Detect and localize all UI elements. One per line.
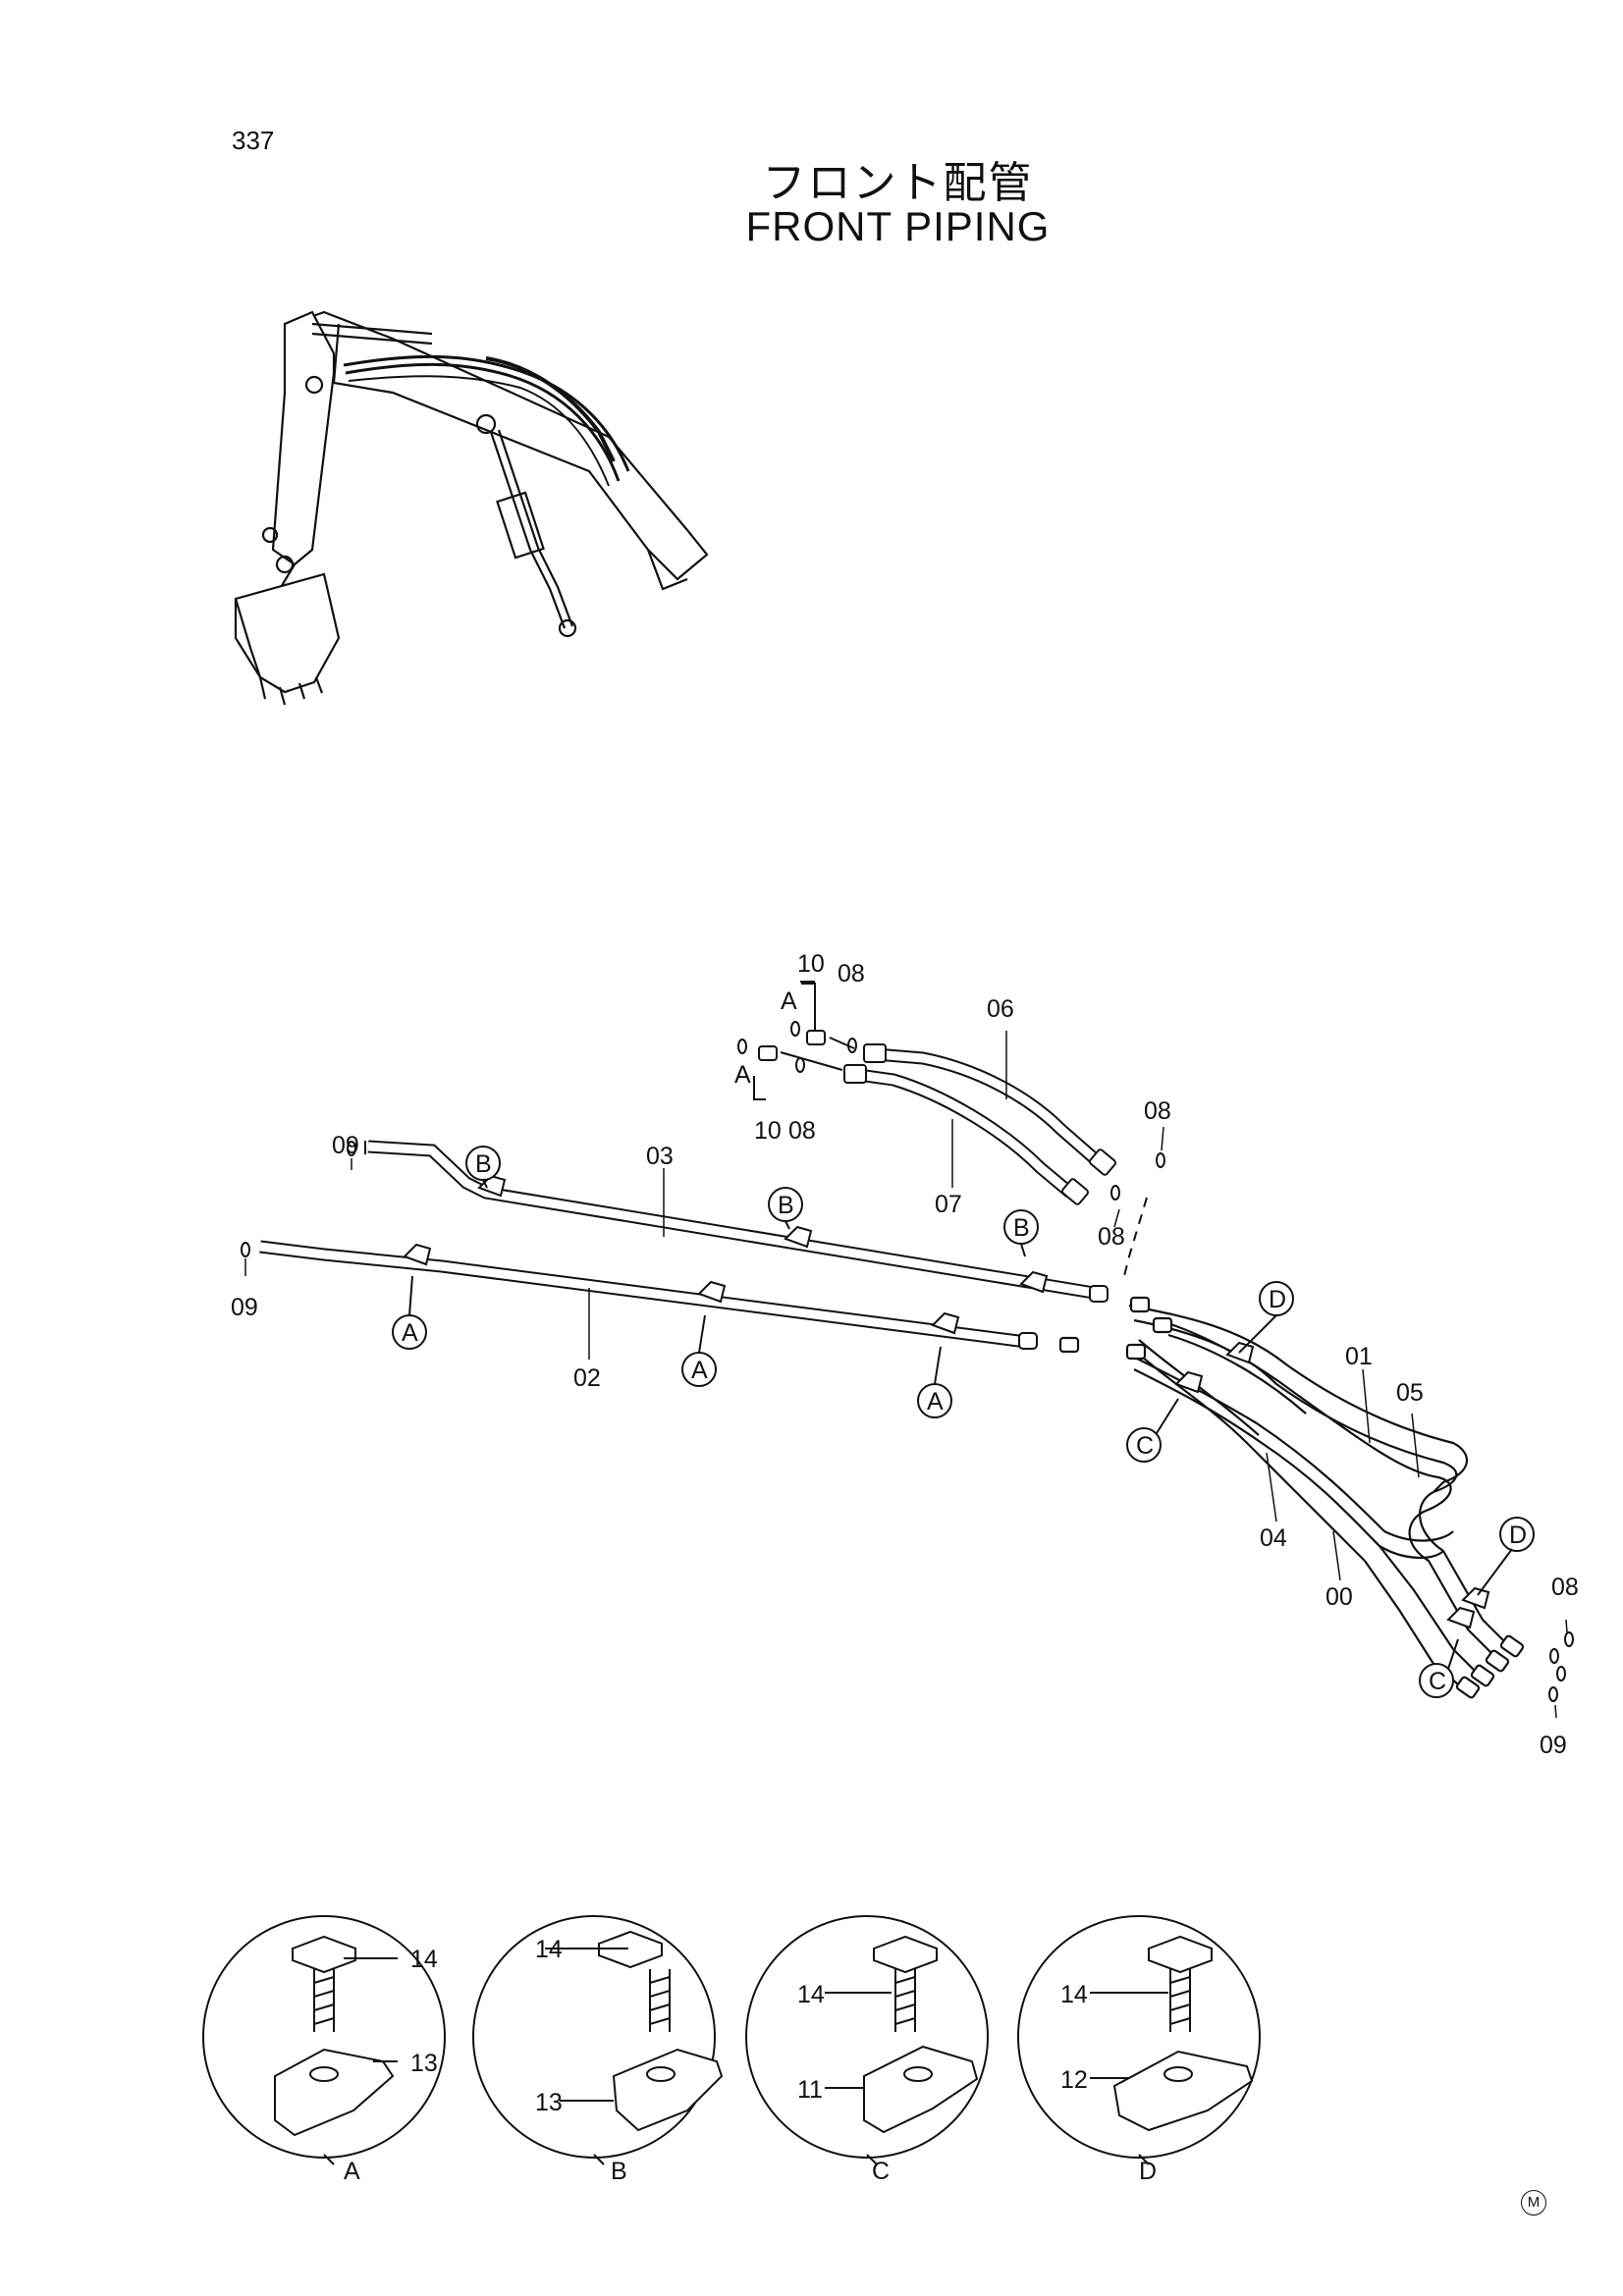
svg-text:C: C [1136, 1432, 1154, 1460]
detail-c [745, 1915, 989, 2159]
title-japanese: フロント配管 [762, 158, 1034, 208]
svg-text:D: D [1269, 1286, 1286, 1313]
svg-text:C: C [872, 2158, 890, 2185]
label-01: 01 [1345, 1343, 1373, 1370]
svg-text:A: A [927, 1388, 944, 1415]
label-a-top1: A [781, 988, 797, 1015]
svg-text:B: B [611, 2158, 627, 2185]
label-08-a: 08 [838, 960, 865, 988]
manufacturer-mark: M [1521, 2190, 1546, 2216]
callout-circles [392, 981, 1535, 1698]
detail-b [472, 1915, 724, 2159]
svg-text:14: 14 [535, 1936, 563, 1963]
svg-text:13: 13 [535, 2089, 563, 2116]
callout-letters: B B B A A A C C D D [402, 1150, 1527, 1695]
detail-d [1017, 1915, 1261, 2159]
svg-text:B: B [778, 1192, 794, 1219]
svg-text:13: 13 [410, 2050, 438, 2077]
detail-labels: 14 13 A 14 13 B 14 11 C 14 12 D [344, 1936, 1157, 2185]
label-03: 03 [646, 1143, 674, 1170]
o-rings [241, 1021, 1574, 1702]
label-09-b: 09 [231, 1294, 258, 1321]
svg-text:B: B [475, 1150, 492, 1178]
svg-text:B: B [1013, 1214, 1030, 1242]
part-labels: 03 02 06 07 01 05 04 00 09 09 09 08 08 0… [231, 950, 1579, 1759]
excavator-arm-illustration [234, 310, 709, 706]
label-09-c: 09 [1540, 1732, 1567, 1759]
svg-text:14: 14 [410, 1946, 438, 1973]
svg-text:D: D [1139, 2158, 1157, 2185]
pipes-06-07 [753, 983, 1116, 1205]
label-10-a: 10 [797, 950, 825, 978]
piping-assembly [241, 981, 1574, 1719]
detail-views [202, 1915, 1261, 2165]
svg-text:11: 11 [797, 2076, 823, 2104]
label-08-c: 08 [1144, 1097, 1171, 1125]
label-10-b: 10 [754, 1117, 782, 1145]
title-english: FRONT PIPING [745, 203, 1051, 249]
label-08-b: 08 [788, 1117, 816, 1145]
label-04: 04 [1260, 1524, 1287, 1552]
label-a-top2: A [734, 1061, 751, 1089]
svg-text:14: 14 [1060, 1981, 1088, 2008]
pipe-clamps [403, 1174, 1490, 1629]
svg-text:A: A [344, 2158, 360, 2185]
label-02: 02 [573, 1364, 601, 1392]
label-09-a: 09 [332, 1132, 359, 1159]
label-08-d: 08 [1098, 1223, 1125, 1251]
label-06: 06 [987, 995, 1014, 1023]
leader-lines [244, 1031, 1568, 1719]
pipe-02 [259, 1240, 1038, 1350]
label-00: 00 [1325, 1583, 1353, 1611]
svg-text:A: A [402, 1319, 418, 1347]
detail-a [202, 1915, 446, 2159]
label-08-e: 08 [1551, 1574, 1579, 1601]
svg-text:12: 12 [1060, 2066, 1088, 2094]
svg-text:C: C [1429, 1668, 1446, 1695]
label-07: 07 [935, 1191, 962, 1218]
pipe-03 [364, 1140, 1109, 1303]
svg-text:14: 14 [797, 1981, 825, 2008]
page-number: 337 [232, 126, 275, 155]
svg-text:A: A [691, 1357, 708, 1384]
svg-text:D: D [1509, 1522, 1527, 1549]
pipes-00-01-04-05 [1058, 1296, 1525, 1699]
label-05: 05 [1396, 1379, 1424, 1407]
